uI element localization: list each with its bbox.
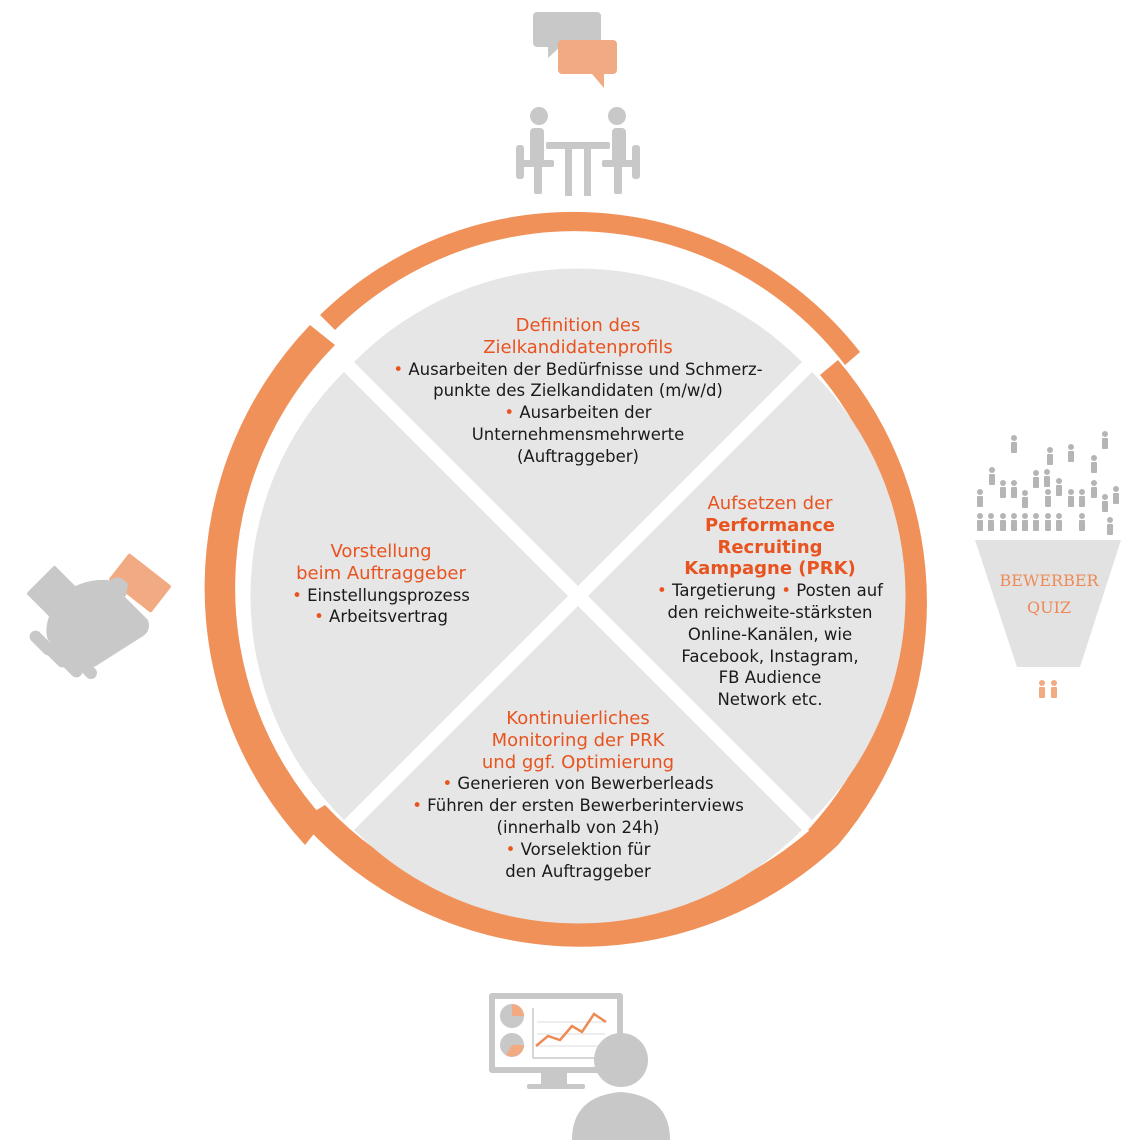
person-figure-icon — [989, 467, 995, 485]
quadrant-top — [354, 268, 802, 586]
segment-bottom-title: Kontinuierliches Monitoring der PRK und … — [481, 708, 675, 773]
quadrant-bottom — [354, 606, 802, 924]
trend-line-icon — [535, 1012, 607, 1047]
person-figure-icon — [1056, 513, 1062, 531]
quadrant-left — [250, 372, 568, 820]
bullet-icon: • — [442, 774, 453, 794]
segment-bottom-details: • Generieren von Bewerberleads • Führen … — [412, 774, 744, 881]
person-figure-icon — [1107, 517, 1113, 535]
person-figure-icon — [1102, 431, 1108, 449]
person-figure-icon — [1091, 480, 1097, 498]
ring-arrow-top-right — [320, 211, 860, 365]
analytics-monitor-icon — [489, 993, 670, 1140]
person-figure-icon — [977, 513, 983, 531]
person-figure-icon — [977, 489, 983, 507]
segment-top-definition: Definition des Zielkandidatenprofils • A… — [360, 315, 796, 468]
person-figure-icon — [1113, 486, 1119, 504]
ring-arrow-bottom-left — [300, 805, 838, 947]
person-figure-icon — [1011, 480, 1017, 498]
segment-right-campaign-setup: Aufsetzen der Performance Recruiting Kam… — [630, 493, 910, 711]
person-figure-icon — [1045, 489, 1051, 507]
ring-arrow-left-top — [204, 325, 335, 845]
segment-left-title: Vorstellung beim Auftraggeber — [296, 541, 466, 584]
bullet-icon: • — [657, 581, 667, 601]
person-figure-icon — [1000, 513, 1006, 531]
person-figure-icon — [1033, 513, 1039, 531]
person-figure-icon — [1079, 513, 1085, 531]
person-figure-icon — [1102, 494, 1108, 512]
segment-right-details: • Targetierung • Posten auf den reichwei… — [657, 581, 883, 710]
cycle-ring — [204, 211, 927, 947]
person-figure-icon — [1022, 513, 1028, 531]
person-figure-icon — [1044, 469, 1050, 487]
person-figure-icon — [1045, 513, 1051, 531]
person-figure-icon — [1079, 489, 1085, 507]
segment-top-title: Definition des Zielkandidatenprofils — [483, 315, 673, 358]
bullet-icon: • — [504, 403, 515, 423]
segment-left-details: • Einstellungsprozess • Arbeitsvertrag — [292, 585, 470, 627]
quiz-funnel-label-line1: BEWERBER — [999, 571, 1099, 590]
segment-bottom-monitoring: Kontinuierliches Monitoring der PRK und … — [360, 708, 796, 882]
person-figure-icon — [1056, 478, 1062, 496]
segment-right-title: Aufsetzen der Performance Recruiting Kam… — [684, 493, 856, 580]
segment-top-details: • Ausarbeiten der Bedürfnisse und Schmer… — [393, 359, 763, 466]
bullet-icon: • — [314, 607, 324, 627]
bullet-icon: • — [412, 796, 422, 816]
person-figure-icon — [1068, 444, 1074, 462]
person-figure-icon — [1022, 490, 1028, 508]
person-figure-icon — [1000, 480, 1006, 498]
quadrants — [250, 268, 906, 924]
person-figure-icon — [1068, 489, 1074, 507]
bullet-icon: • — [505, 839, 516, 859]
person-figure-icon — [1033, 470, 1039, 488]
bullet-icon: • — [393, 359, 404, 379]
person-figure-icon — [1011, 435, 1017, 453]
bullet-icon: • — [292, 585, 302, 605]
ring-arrow-right-bottom — [808, 360, 927, 845]
funnel-icon — [975, 540, 1121, 667]
selected-applicants-icon — [1039, 680, 1057, 698]
bullet-icon: • — [781, 581, 791, 601]
handshake-icon — [27, 553, 171, 679]
meeting-chat-icon — [516, 12, 640, 196]
person-figure-icon — [988, 513, 994, 531]
quiz-funnel-label-line2: QUIZ — [1026, 598, 1072, 617]
person-figure-icon — [1011, 513, 1017, 531]
applicant-crowd-icon — [977, 431, 1119, 535]
quadrant-right — [588, 372, 906, 820]
segment-left-client-presentation: Vorstellung beim Auftraggeber • Einstell… — [270, 541, 492, 628]
applicant-funnel-icon — [975, 431, 1121, 698]
person-figure-icon — [1047, 447, 1053, 465]
person-figure-icon — [1091, 455, 1097, 473]
